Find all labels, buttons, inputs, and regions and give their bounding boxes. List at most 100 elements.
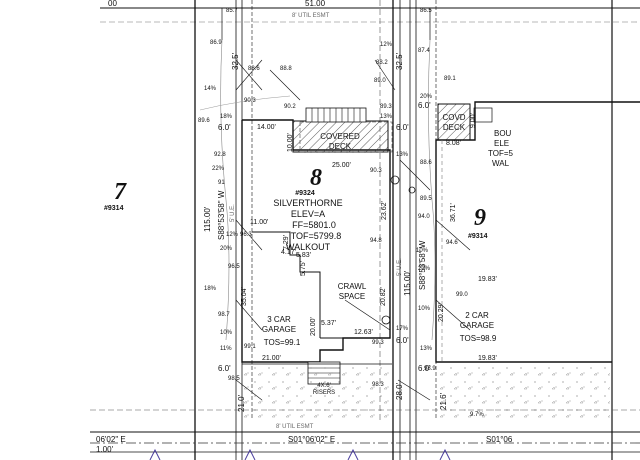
tos-lot9: TOS=98.9	[459, 334, 497, 343]
dim-325a: 32.5'	[231, 52, 240, 70]
dim-3671: 36.71'	[450, 203, 457, 222]
slope-pct: 20%	[220, 246, 233, 252]
driveway-lot9	[438, 364, 610, 420]
slope-pct: 11%	[220, 346, 232, 352]
slope-pct: 13%	[396, 152, 409, 158]
bottom-left-bearing: 06'02" E	[96, 435, 126, 444]
lot9-depth: 115.00'	[403, 270, 412, 296]
spot-elev: 98.7	[218, 312, 230, 318]
spot-elev: 96.3	[240, 232, 252, 238]
spot-elev: 92.8	[214, 152, 226, 158]
dim-729: 7.29'	[283, 235, 290, 250]
dim-2362: 23.62'	[381, 201, 388, 220]
slope-pct: 17%	[396, 326, 409, 332]
spot-elev: 99.1	[244, 344, 256, 350]
slope-pct: 12%	[380, 42, 393, 48]
garage-lot9-label: 2 CAR	[465, 311, 489, 320]
util-esmt-bottom: 8' UTIL ESMT	[276, 424, 314, 430]
slope-pct: 10%	[418, 306, 431, 312]
garage-lot9-label-2: GARAGE	[459, 321, 495, 330]
tos-lot8: TOS=99.1	[263, 338, 301, 347]
risers-label: 4X.6'	[317, 383, 331, 389]
spot-elev: 86.5	[420, 8, 432, 14]
slope-pct: 10%	[220, 330, 233, 336]
spot-elev: 98.3	[372, 382, 384, 388]
lot8-bearing: S88°53'58" W	[217, 190, 226, 240]
lot8-type: WALKOUT	[285, 242, 331, 252]
lot9-partial-4: WAL	[492, 159, 510, 168]
slope-pct: 13%	[420, 346, 433, 352]
spot-elev: 89.1	[444, 76, 456, 82]
bottom-bearing: S01°06'02" E	[288, 435, 336, 444]
dim-14: 14.00'	[257, 124, 276, 131]
driveway-lot8	[242, 364, 392, 420]
lot8-depth: 115.00'	[203, 206, 212, 232]
covd-label-2: DECK	[442, 123, 466, 132]
lot7-number: 7	[114, 179, 126, 205]
util-esmt-top: 8' UTIL ESMT	[292, 13, 330, 19]
crawl-label: CRAWL	[337, 282, 367, 291]
sue-left: 5' U.E.	[230, 204, 236, 222]
slope-pct: 9.7%	[470, 412, 484, 418]
lot8-elev: ELEV=A	[290, 209, 326, 219]
spot-elev: 99.0	[456, 292, 468, 298]
dim-2100: 21.00'	[262, 355, 281, 362]
spot-elev: 94.0	[418, 214, 430, 220]
lot9-partial-1: BOU	[494, 129, 512, 138]
spot-elev: 96.5	[228, 264, 240, 270]
utility-marker	[390, 175, 400, 185]
garage-lot8-label-2: GARAGE	[261, 325, 297, 334]
bottom-right-bearing: S01°06	[486, 435, 513, 444]
slope-pct: 18%	[204, 286, 217, 292]
slope-pct: 14%	[204, 86, 217, 92]
covd-label: COVD	[442, 113, 466, 122]
dim-2082: 20.82'	[380, 287, 387, 306]
spot-elev: 94.8	[370, 238, 382, 244]
spot-elev: 88.6	[420, 160, 432, 166]
lot9-number: 9	[474, 205, 486, 231]
dim-900: 9.00'	[470, 113, 477, 128]
dim-2000: 20.00'	[310, 317, 317, 336]
dim-1983a: 19.83'	[478, 276, 497, 283]
lot7-id: #9314	[104, 205, 124, 212]
covered-deck-label-2: DECK	[328, 142, 352, 151]
dim-216: 21.6'	[439, 392, 448, 410]
spot-elev: 88.2	[376, 60, 388, 66]
slope-pct: 22%	[212, 166, 225, 172]
lot9-partial-2: ELE	[494, 139, 510, 148]
top-dim: 51.00	[305, 0, 326, 8]
spot-elev: 94.6	[446, 240, 458, 246]
spot-elev: 90.3	[370, 168, 382, 174]
slope-pct: 18%	[220, 114, 233, 120]
dim-6e: 6.0'	[396, 336, 409, 345]
garage-lot8-label: 3 CAR	[267, 315, 291, 324]
spot-elev: 87.4	[418, 48, 430, 54]
spot-elev: 88.8	[280, 66, 292, 72]
dim-583: 5.83'	[296, 252, 311, 259]
dim-2029: 20.29'	[438, 303, 445, 322]
dim-537: 5.37'	[321, 320, 336, 327]
spot-elev: 89.0	[374, 78, 386, 84]
lot8-id: #9324	[295, 190, 315, 197]
spot-elev: 86.9	[210, 40, 222, 46]
dim-1263: 12.63'	[354, 329, 373, 336]
lot8-number: 8	[310, 165, 322, 191]
risers-label-2: RISERS	[312, 390, 336, 396]
dim-808: 8.08'	[446, 140, 461, 147]
spot-elev: 99.3	[372, 340, 384, 346]
spot-elev: 85.7	[226, 8, 238, 14]
spot-elev: 89.6	[198, 118, 210, 124]
dim-280: 28.0'	[395, 382, 404, 400]
slope-pct: 13%	[380, 114, 393, 120]
slope-pct: 10%	[416, 248, 429, 254]
spot-elev: 90.3	[244, 98, 256, 104]
slope-pct: 20%	[418, 266, 431, 272]
dim-210a: 21.0'	[237, 394, 246, 412]
lot8-tof: TOF=5799.8	[290, 231, 342, 241]
lot9-id: #9314	[468, 233, 488, 240]
dim-6a: 6.0'	[218, 123, 231, 132]
spot-elev: 89.3	[380, 104, 392, 110]
slope-pct: 20%	[420, 94, 433, 100]
utility-marker	[381, 315, 391, 325]
